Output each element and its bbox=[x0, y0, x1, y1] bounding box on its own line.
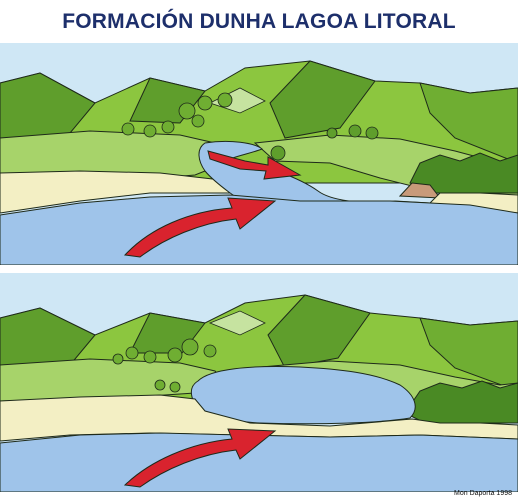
sea bbox=[0, 194, 518, 265]
sea-current-arrow bbox=[123, 197, 277, 258]
trees-center bbox=[112, 338, 217, 393]
mountain-shadow-right bbox=[419, 317, 518, 392]
trees-right bbox=[270, 124, 379, 161]
river-current-arrow bbox=[207, 150, 302, 180]
rocks bbox=[398, 182, 442, 199]
panel-after bbox=[0, 273, 518, 492]
distant-hill bbox=[208, 310, 266, 336]
scene-after bbox=[0, 273, 518, 492]
mountain-shadow-right bbox=[419, 82, 518, 164]
diagram-title: FORMACIÓN DUNHA LAGOA LITORAL bbox=[62, 10, 456, 33]
scene-before bbox=[0, 43, 518, 265]
panel-before bbox=[0, 43, 518, 265]
author-credit: Mon Daporta 1998 bbox=[454, 490, 512, 497]
sea-current-arrow bbox=[123, 428, 277, 488]
trees-center bbox=[121, 92, 233, 138]
mountain-shadow-peak bbox=[269, 60, 376, 139]
river bbox=[198, 140, 431, 214]
sea bbox=[0, 432, 518, 492]
